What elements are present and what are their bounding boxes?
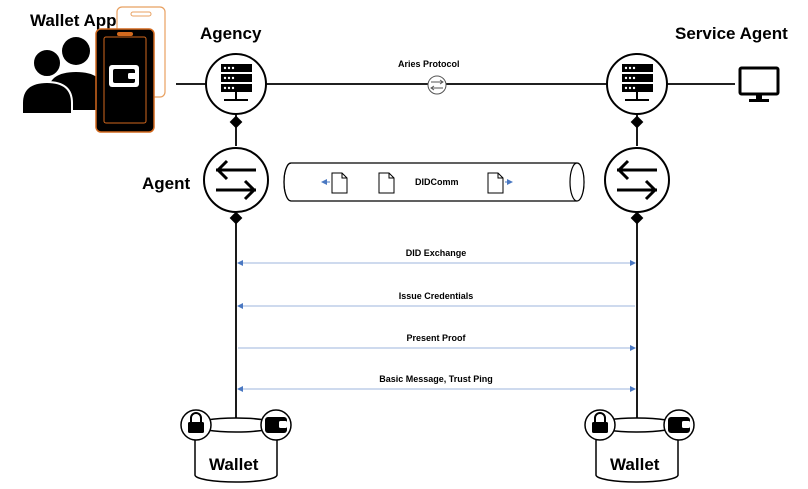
wallet-app-label: Wallet App [30,11,117,30]
didcomm-pipe [283,162,585,202]
document-icon-3 [487,172,513,194]
document-icon-2 [378,172,395,194]
exchange-small-icon [427,75,447,95]
wallet-database-right: Wallet [584,409,695,483]
agent-exchange-icon-left [203,147,269,213]
wallet-icon [663,409,695,441]
diamond-connector [630,115,644,129]
wallet-glyph-icon [109,65,139,87]
agency-server-icon [205,53,267,115]
monitor-icon [738,66,780,102]
agency-label: Agency [200,24,262,43]
message-label: Present Proof [406,333,466,343]
wallet-label-left: Wallet [209,455,259,474]
phone-icon [95,6,166,133]
lock-icon [180,409,212,441]
diamond-connector [229,115,243,129]
diamond-connector [630,211,644,225]
users-icon [21,37,104,115]
wallet-database-left: Wallet [180,409,292,483]
diamond-connector [229,211,243,225]
lock-icon [584,409,616,441]
document-icon-1 [321,172,348,194]
message-label: DID Exchange [406,248,467,258]
message-label: Basic Message, Trust Ping [379,374,493,384]
didcomm-label: DIDComm [415,177,459,187]
service-agent-label: Service Agent [675,24,788,43]
message-label: Issue Credentials [399,291,474,301]
agent-exchange-icon-right [604,147,670,213]
wallet-label-right: Wallet [610,455,660,474]
aries-protocol-label: Aries Protocol [398,59,460,69]
wallet-icon [260,409,292,441]
agent-label: Agent [142,174,191,193]
service-server-icon [606,53,668,115]
